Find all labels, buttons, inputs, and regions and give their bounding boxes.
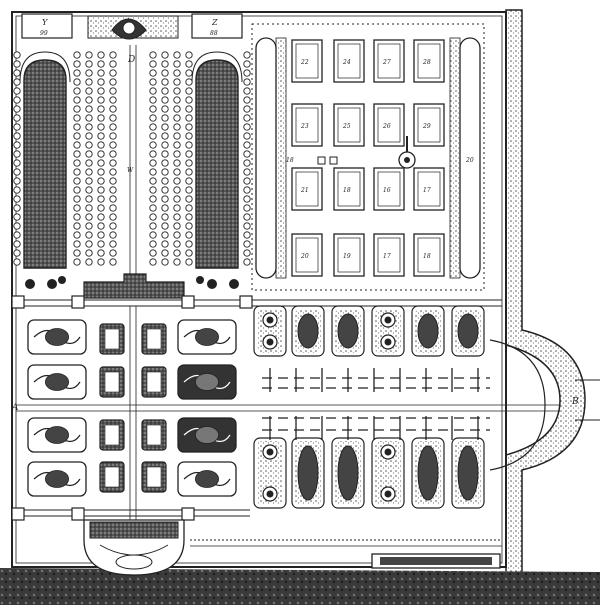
label-walk-w: W	[127, 167, 134, 174]
bottom-terrace	[83, 519, 185, 576]
label-corner-left-bottom: 99	[40, 30, 48, 37]
grid-bed	[413, 39, 445, 83]
label-side-right: 20	[465, 157, 474, 164]
grid-bed	[373, 39, 405, 83]
grid-bed	[291, 167, 323, 211]
parterre-bed	[177, 461, 237, 497]
oval-bed	[371, 437, 405, 509]
bed-label: 23	[300, 123, 309, 130]
bed-label: 28	[422, 59, 431, 66]
lower-center-walk	[129, 306, 137, 560]
bed-label: 19	[343, 253, 351, 260]
oval-bed	[253, 305, 287, 357]
label-side-left: 18	[286, 157, 294, 164]
grid-bed	[413, 167, 445, 211]
parterre-bed	[177, 417, 237, 453]
oval-bed	[253, 437, 287, 509]
top-right-quarter	[251, 23, 485, 291]
top-left-quarter	[13, 13, 251, 299]
bed-label: 18	[423, 253, 431, 260]
bed-label: 27	[382, 59, 391, 66]
small-parterre	[99, 461, 125, 493]
east-bay	[489, 339, 546, 471]
bed-label: 24	[342, 59, 351, 66]
oval-bed	[451, 437, 485, 509]
bed-label: 25	[342, 123, 351, 130]
grid-bed	[413, 233, 445, 277]
lower-right-beds	[253, 305, 485, 509]
label-walk-d: D	[127, 55, 135, 65]
bed-label: 16	[383, 187, 391, 194]
label-corner-right-top: Z	[211, 18, 218, 27]
small-parterre	[99, 419, 125, 451]
parterre-bed	[27, 364, 87, 400]
parterre-bed	[177, 364, 237, 400]
small-parterre	[141, 366, 167, 398]
oval-bed	[371, 305, 405, 357]
canal-wall	[505, 9, 600, 593]
bed-label: 22	[300, 59, 309, 66]
bed-label: 29	[422, 123, 431, 130]
oval-bed	[411, 437, 445, 509]
grid-bed	[333, 167, 365, 211]
balustrades	[262, 368, 490, 440]
parterre-bed	[27, 319, 87, 355]
oval-bed	[291, 305, 325, 357]
grid-bed	[333, 233, 365, 277]
bed-label: 20	[300, 253, 309, 260]
bed-label: 21	[300, 187, 309, 194]
small-parterre	[99, 323, 125, 355]
grid-bed	[373, 233, 405, 277]
pedestals	[11, 295, 253, 521]
oval-bed	[291, 437, 325, 509]
label-axis-b: B	[571, 397, 579, 407]
label-corner-left-top: Y	[42, 18, 48, 27]
lower-left-parterres	[27, 319, 237, 497]
parterre-bed	[27, 417, 87, 453]
bed-label: 17	[383, 253, 391, 260]
bed-label: 18	[343, 187, 351, 194]
grid-bed	[291, 103, 323, 147]
oval-bed	[331, 305, 365, 357]
small-parterre	[99, 366, 125, 398]
label-axis-a: A	[11, 403, 19, 413]
parterre-bed	[27, 461, 87, 497]
oval-bed	[331, 437, 365, 509]
grid-bed	[291, 39, 323, 83]
oval-bed	[411, 305, 445, 357]
grid-bed	[413, 103, 445, 147]
grid-bed	[373, 103, 405, 147]
oval-bed	[451, 305, 485, 357]
small-parterre	[141, 323, 167, 355]
small-parterre	[141, 419, 167, 451]
bed-label: 17	[423, 187, 431, 194]
grid-bed	[291, 233, 323, 277]
basin-base	[371, 553, 501, 569]
label-corner-right-bottom: 88	[210, 30, 218, 37]
grid-bed	[333, 39, 365, 83]
grid-bed	[333, 103, 365, 147]
plan-labels: Y 99 Z 88 D W A B 18 20 22 24 27 28 23 25 26 29…	[11, 18, 579, 413]
bed-label: 26	[382, 123, 391, 130]
ground-strip	[0, 568, 600, 605]
small-parterre	[141, 461, 167, 493]
grid-bed	[373, 167, 405, 211]
parterre-bed	[177, 319, 237, 355]
